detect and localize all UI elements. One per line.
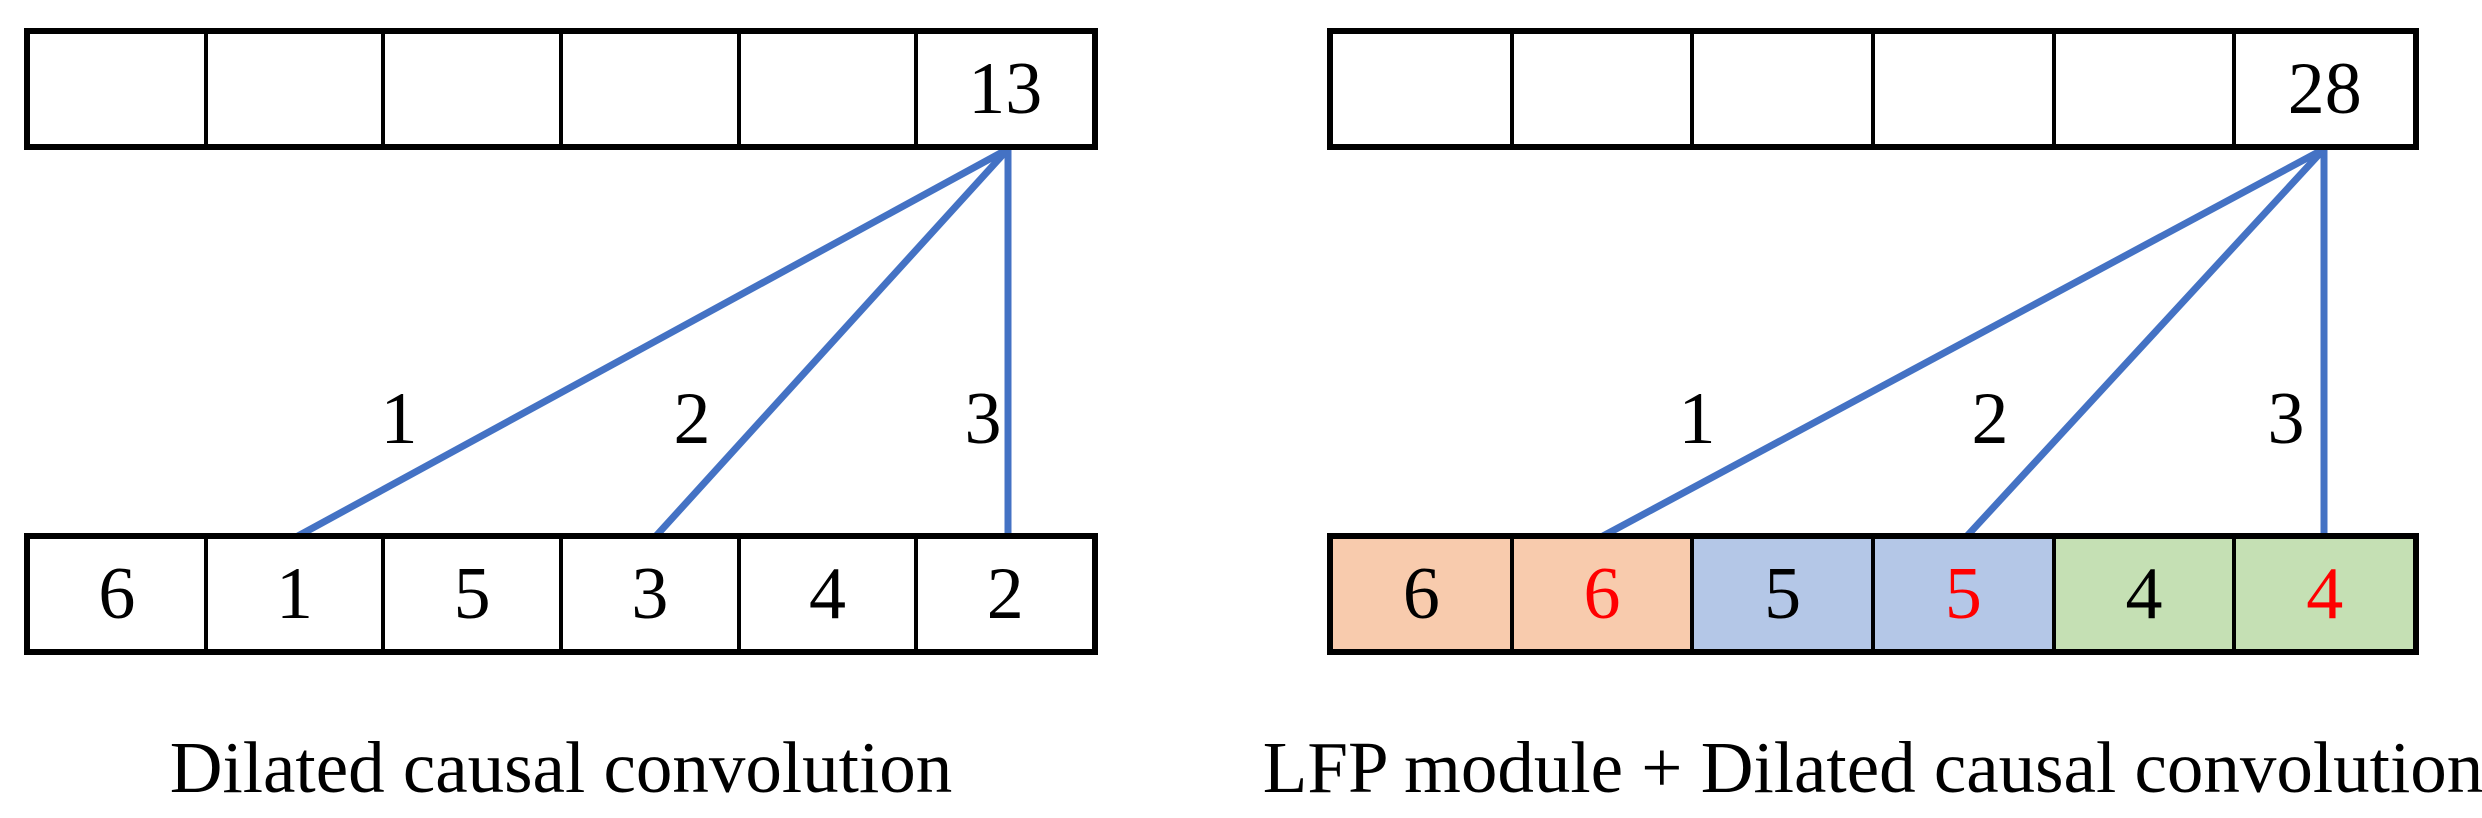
left-kernel-label-3: 3: [964, 378, 1002, 460]
left-input-cell-3: 5: [385, 539, 564, 649]
left-output-cell-5: [740, 34, 919, 144]
right-connector-group: [1601, 145, 2328, 540]
left-input-cell-1: 6: [30, 539, 208, 649]
left-output-cell-2: [207, 34, 386, 144]
right-output-cell-1: [1333, 34, 1514, 144]
right-kernel-label-2: 2: [1971, 378, 2009, 460]
right-connection-line-2: [1964, 146, 2327, 539]
left-input-row: 6 1 5 3 4 2: [24, 533, 1098, 655]
left-output-cell-6: 13: [918, 34, 1093, 144]
left-connector-group: [296, 145, 1012, 540]
left-caption: Dilated causal convolution: [169, 727, 953, 808]
right-input-cell-5: 4: [2055, 539, 2237, 649]
left-connection-line-2: [653, 146, 1011, 539]
right-output-cell-3: [1694, 34, 1876, 144]
left-input-cell-6: 2: [918, 539, 1093, 649]
right-output-cell-5: [2055, 34, 2237, 144]
right-input-cell-2: 6: [1513, 539, 1695, 649]
left-output-row: 13: [24, 28, 1098, 150]
left-kernel-label-1: 1: [380, 378, 418, 460]
right-input-cell-4: 5: [1875, 539, 2056, 649]
left-input-cell-4: 3: [563, 539, 741, 649]
right-output-cell-2: [1513, 34, 1695, 144]
left-output-cell-4: [563, 34, 741, 144]
left-input-cell-2: 1: [207, 539, 386, 649]
right-input-row: 6 6 5 5 4 4: [1327, 533, 2419, 655]
right-output-cell-6: 28: [2236, 34, 2414, 144]
right-input-cell-6: 4: [2236, 539, 2414, 649]
right-input-cell-1: 6: [1333, 539, 1514, 649]
right-caption: LFP module + Dilated causal convolution: [1262, 727, 2482, 808]
right-kernel-label-3: 3: [2267, 378, 2305, 460]
left-kernel-label-2: 2: [673, 378, 711, 460]
left-output-cell-1: [30, 34, 208, 144]
right-kernel-label-1: 1: [1678, 378, 1716, 460]
right-output-row: 28: [1327, 28, 2419, 150]
left-output-cell-3: [385, 34, 564, 144]
left-input-cell-5: 4: [740, 539, 919, 649]
right-input-cell-3: 5: [1694, 539, 1876, 649]
right-output-cell-4: [1875, 34, 2056, 144]
right-connection-line-1: [1601, 145, 2326, 540]
left-connection-line-1: [296, 145, 1010, 540]
